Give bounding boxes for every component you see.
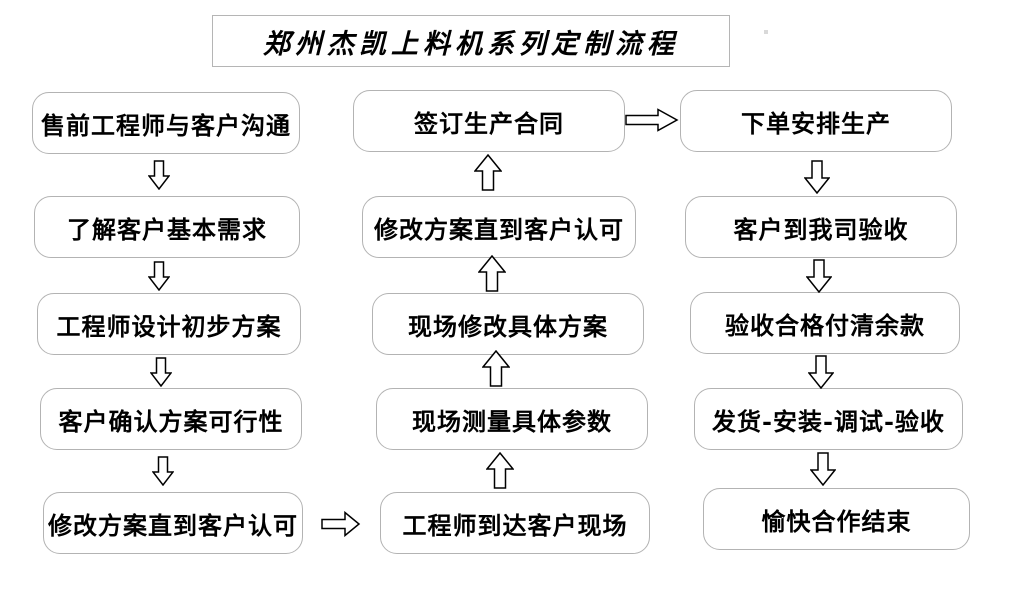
step-box-confirm-feasibility: 客户确认方案可行性 [40, 388, 302, 450]
step-box-happy-cooperation-end: 愉快合作结束 [703, 488, 970, 550]
step-box-understand-needs: 了解客户基本需求 [34, 196, 300, 258]
down-arrow-icon [808, 355, 834, 389]
down-arrow-icon [806, 259, 832, 293]
step-box-sign-contract: 签订生产合同 [353, 90, 625, 152]
step-box-initial-design: 工程师设计初步方案 [37, 293, 301, 355]
step-box-customer-inspection: 客户到我司验收 [685, 196, 957, 258]
up-arrow-icon [478, 255, 506, 292]
step-box-order-production: 下单安排生产 [680, 90, 952, 152]
right-arrow-icon [625, 108, 679, 132]
up-arrow-icon [486, 452, 514, 489]
down-arrow-icon [804, 160, 830, 194]
down-arrow-icon [148, 261, 170, 291]
step-box-revise-until-approved-middle: 修改方案直到客户认可 [362, 196, 636, 258]
up-arrow-icon [482, 350, 510, 387]
step-box-revise-until-approved-left: 修改方案直到客户认可 [43, 492, 303, 554]
stray-dot-mark [764, 30, 768, 34]
right-arrow-icon [321, 511, 361, 537]
step-box-onsite-modify-plan: 现场修改具体方案 [372, 293, 644, 355]
up-arrow-icon [474, 154, 502, 191]
step-box-pay-balance: 验收合格付清余款 [690, 292, 960, 354]
step-box-engineer-arrives-site: 工程师到达客户现场 [380, 492, 650, 554]
down-arrow-icon [150, 357, 172, 387]
step-box-onsite-measure-params: 现场测量具体参数 [376, 388, 648, 450]
flowchart-title: 郑州杰凯上料机系列定制流程 [263, 28, 679, 60]
step-box-ship-install-debug-accept: 发货-安装-调试-验收 [694, 388, 963, 450]
down-arrow-icon [152, 456, 174, 486]
flowchart-title-box: 郑州杰凯上料机系列定制流程 [212, 15, 730, 67]
down-arrow-icon [810, 452, 836, 486]
down-arrow-icon [148, 160, 170, 190]
step-box-presale-communication: 售前工程师与客户沟通 [32, 92, 300, 154]
